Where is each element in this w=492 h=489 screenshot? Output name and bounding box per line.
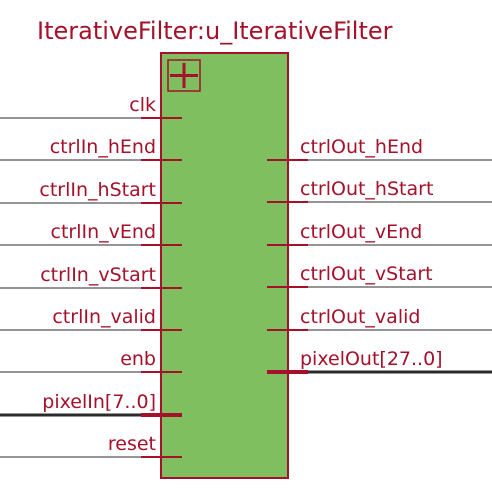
plus-icon[interactable] <box>167 59 201 92</box>
output-port-ctrlout-hstart[interactable]: ctrlOut_hStart <box>267 178 492 203</box>
input-port-label: enb <box>120 348 156 370</box>
input-port-label: ctrlIn_vEnd <box>51 221 156 243</box>
input-port-reset[interactable]: reset <box>0 433 182 458</box>
output-port-pixelout[interactable]: pixelOut[27..0] <box>267 348 492 374</box>
output-port-ctrlout-vstart[interactable]: ctrlOut_vStart <box>267 263 492 288</box>
input-port-label: clk <box>129 94 156 116</box>
output-ports: ctrlOut_hEnd ctrlOut_hStart ctrlOut_vEndct… <box>267 136 492 374</box>
output-port-ctrlout-valid[interactable]: ctrlOut_valid <box>267 306 492 331</box>
input-port-ctrlin-vend[interactable]: ctrlIn_vEnd <box>0 221 182 246</box>
input-ports: clk ctrlIn_hEnd ctrlIn_hStart ctrlIn_vEndct… <box>0 94 182 458</box>
input-port-enb[interactable]: enb <box>0 348 182 373</box>
output-port-ctrlout-vend[interactable]: ctrlOut_vEnd <box>267 221 492 246</box>
output-port-label: ctrlOut_hEnd <box>300 136 423 158</box>
input-port-label: pixelIn[7..0] <box>42 391 156 413</box>
output-port-label: ctrlOut_hStart <box>300 178 433 200</box>
input-port-label: ctrlIn_valid <box>52 306 156 328</box>
input-port-ctrlin-vstart[interactable]: ctrlIn_vStart <box>0 264 182 289</box>
output-port-label: ctrlOut_vStart <box>300 263 433 285</box>
input-port-label: reset <box>108 433 156 455</box>
output-port-ctrlout-hend[interactable]: ctrlOut_hEnd <box>267 136 492 161</box>
output-port-label: pixelOut[27..0] <box>300 348 443 370</box>
instance-title: IterativeFilter:u_IterativeFilter <box>37 17 393 45</box>
input-port-clk[interactable]: clk <box>0 94 182 119</box>
input-port-ctrlin-hstart[interactable]: ctrlIn_hStart <box>0 179 182 204</box>
input-port-label: ctrlIn_vStart <box>40 264 156 286</box>
input-port-label: ctrlIn_hStart <box>39 179 156 201</box>
input-port-ctrlin-hend[interactable]: ctrlIn_hEnd <box>0 136 182 161</box>
input-port-pixelin[interactable]: pixelIn[7..0] <box>0 391 182 417</box>
filter-block[interactable] <box>160 52 289 479</box>
input-port-ctrlin-valid[interactable]: ctrlIn_valid <box>0 306 182 331</box>
input-port-label: ctrlIn_hEnd <box>50 136 156 158</box>
output-port-label: ctrlOut_vEnd <box>300 221 422 243</box>
output-port-label: ctrlOut_valid <box>300 306 420 328</box>
